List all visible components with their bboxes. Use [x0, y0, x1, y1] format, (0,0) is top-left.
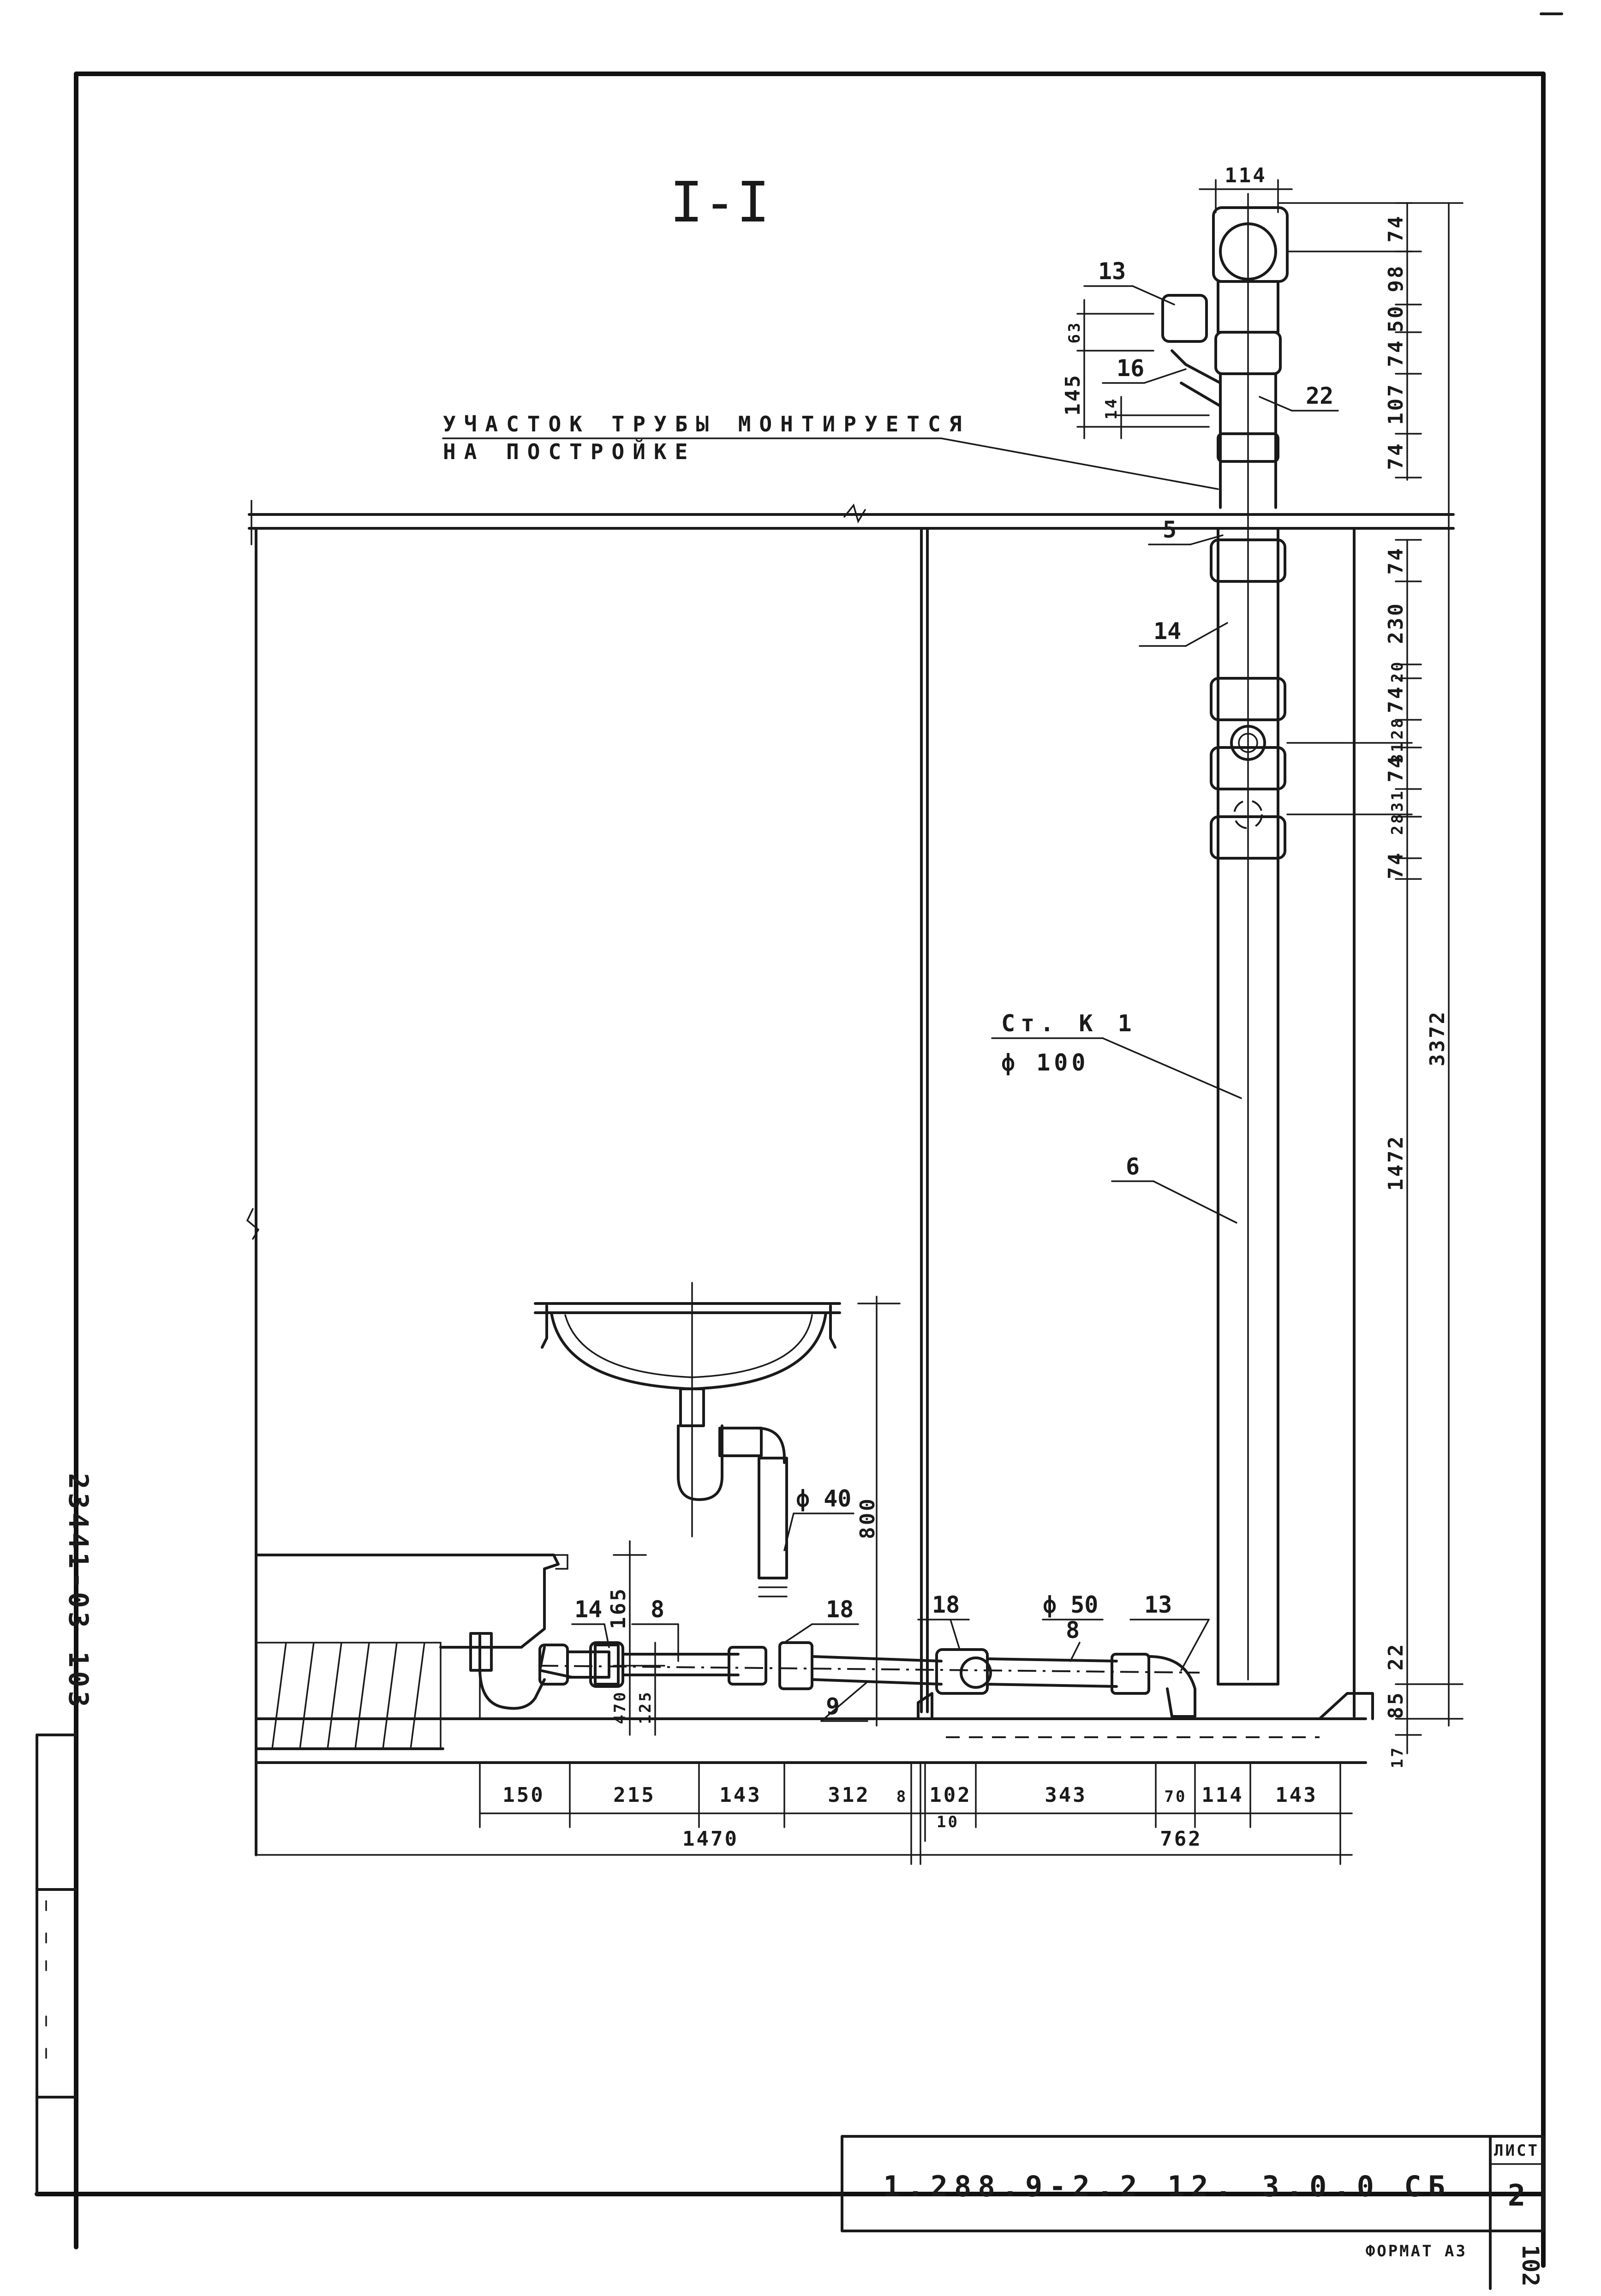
dim-r1472: 1472 [1384, 1135, 1408, 1191]
dim-r17: 17 [1388, 1746, 1407, 1769]
dim-r74b: 74 [1384, 339, 1408, 367]
installation-note: УЧАСТОК ТРУБЫ МОНТИРУЕТСЯ НА ПОСТРОЙКЕ [442, 412, 1219, 490]
dim-r28a: 28 [1388, 717, 1407, 740]
dim-d145: 145 [1061, 373, 1085, 415]
title-block: ЛИСТ 2 1.288.9-2.2 12. 3.0.0 СБ ФОРМАТ А… [841, 2135, 1545, 2290]
local-vertical-dims: 800 165 470 125 [607, 1296, 901, 1736]
callout-16: 16 [1117, 355, 1144, 382]
dim-d14: 14 [1102, 397, 1121, 420]
note-line1: УЧАСТОК ТРУБЫ МОНТИРУЕТСЯ [443, 412, 970, 436]
section-title: I-I [670, 171, 770, 235]
dim-r31b: 31 [1388, 789, 1407, 812]
dim-h114: 114 [1201, 1783, 1243, 1807]
dim-h312: 312 [828, 1783, 870, 1807]
riser-diameter: ф 100 [1001, 1049, 1089, 1076]
dim-r74a: 74 [1384, 215, 1408, 243]
dim-h143b: 143 [1275, 1783, 1317, 1807]
dim-r74d: 74 [1384, 547, 1408, 575]
format-label: ФОРМАТ А3 [1366, 2242, 1467, 2260]
lower-floor [255, 1642, 1374, 1764]
dim-v165: 165 [607, 1587, 630, 1629]
dim-d114-top: 114 [1225, 164, 1266, 187]
note-line2: НА ПОСТРОЙКЕ [443, 439, 696, 464]
callout-18-right: 18 [932, 1591, 960, 1618]
branch-pipe [538, 1641, 1200, 1718]
callout-14-low: 14 [574, 1596, 602, 1623]
dim-h762: 762 [1160, 1827, 1202, 1851]
dim-v125: 125 [636, 1690, 655, 1724]
bottom-dimension-text: 150 215 143 312 8 102 343 70 114 143 10 … [502, 1783, 1317, 1851]
callout-leaders [571, 285, 1339, 1722]
top-dimensions: 114 63 145 14 [1061, 164, 1293, 439]
bottom-dimension-chain [255, 1762, 1353, 1865]
callout-labels: 13 16 22 5 14 Ст. К 1 ф 100 6 14 8 18 9 … [574, 258, 1333, 1720]
dim-h8: 8 [896, 1788, 908, 1806]
callout-14-riser: 14 [1153, 618, 1181, 645]
callout-9: 9 [826, 1693, 840, 1720]
dim-h10: 10 [937, 1813, 959, 1831]
callout-5: 5 [1163, 516, 1177, 543]
dim-r98: 98 [1384, 264, 1408, 293]
dim-h343: 343 [1045, 1783, 1087, 1807]
bathtub [255, 1554, 568, 1720]
dim-r800: 800 [856, 1497, 879, 1539]
corner-code: 102 [1517, 2245, 1544, 2286]
dim-h102: 102 [929, 1783, 971, 1807]
dia-40: ф 40 [796, 1485, 851, 1512]
dim-r22: 22 [1384, 1643, 1408, 1671]
dim-r74e: 74 [1384, 685, 1408, 713]
callout-13-low: 13 [1144, 1591, 1172, 1618]
dim-r74c: 74 [1384, 442, 1408, 470]
dia-50: ф 50 [1043, 1591, 1098, 1618]
sheet-frame [35, 12, 1563, 2268]
dim-d63: 63 [1065, 321, 1084, 344]
riser-pipe [1161, 193, 1289, 1686]
dim-r3372: 3372 [1426, 1010, 1449, 1066]
dim-r31a: 31 [1388, 741, 1407, 764]
dim-r20: 20 [1388, 660, 1407, 683]
dim-r74f: 74 [1384, 754, 1408, 783]
riser-dimension-text: 74 98 50 74 107 74 74 230 20 74 28 31 74… [1384, 215, 1449, 1769]
callout-22: 22 [1306, 383, 1333, 409]
dim-h215: 215 [613, 1783, 655, 1807]
document-code: 1.288.9-2.2 12. 3.0.0 СБ [883, 2170, 1452, 2203]
sheet-number: 2 [1508, 2179, 1526, 2213]
dim-h143a: 143 [719, 1783, 761, 1807]
callout-6: 6 [1126, 1153, 1140, 1180]
side-code: 23441-03 103 [63, 1473, 94, 1710]
dim-h1470: 1470 [682, 1827, 739, 1851]
sheet-label: ЛИСТ [1494, 2141, 1539, 2160]
dim-r85: 85 [1384, 1691, 1408, 1719]
dim-h70: 70 [1165, 1788, 1187, 1806]
riser-label: Ст. К 1 [1001, 1010, 1137, 1037]
dim-h150: 150 [502, 1783, 544, 1807]
dim-r74g: 74 [1384, 851, 1408, 879]
dim-v470: 470 [611, 1690, 629, 1724]
dim-r28b: 28 [1388, 813, 1407, 835]
callout-18-left: 18 [826, 1596, 854, 1623]
dim-r230: 230 [1384, 602, 1408, 644]
dim-r50: 50 [1384, 305, 1408, 333]
callout-13-top: 13 [1098, 258, 1126, 285]
riser-dimension-chain [1277, 202, 1464, 1754]
callout-8-left: 8 [651, 1596, 664, 1623]
upper-floor-slab [248, 500, 1455, 545]
walls [246, 527, 1356, 1856]
dim-r107: 107 [1384, 383, 1408, 425]
callout-8-right: 8 [1066, 1617, 1080, 1644]
washbasin [534, 1282, 841, 1597]
